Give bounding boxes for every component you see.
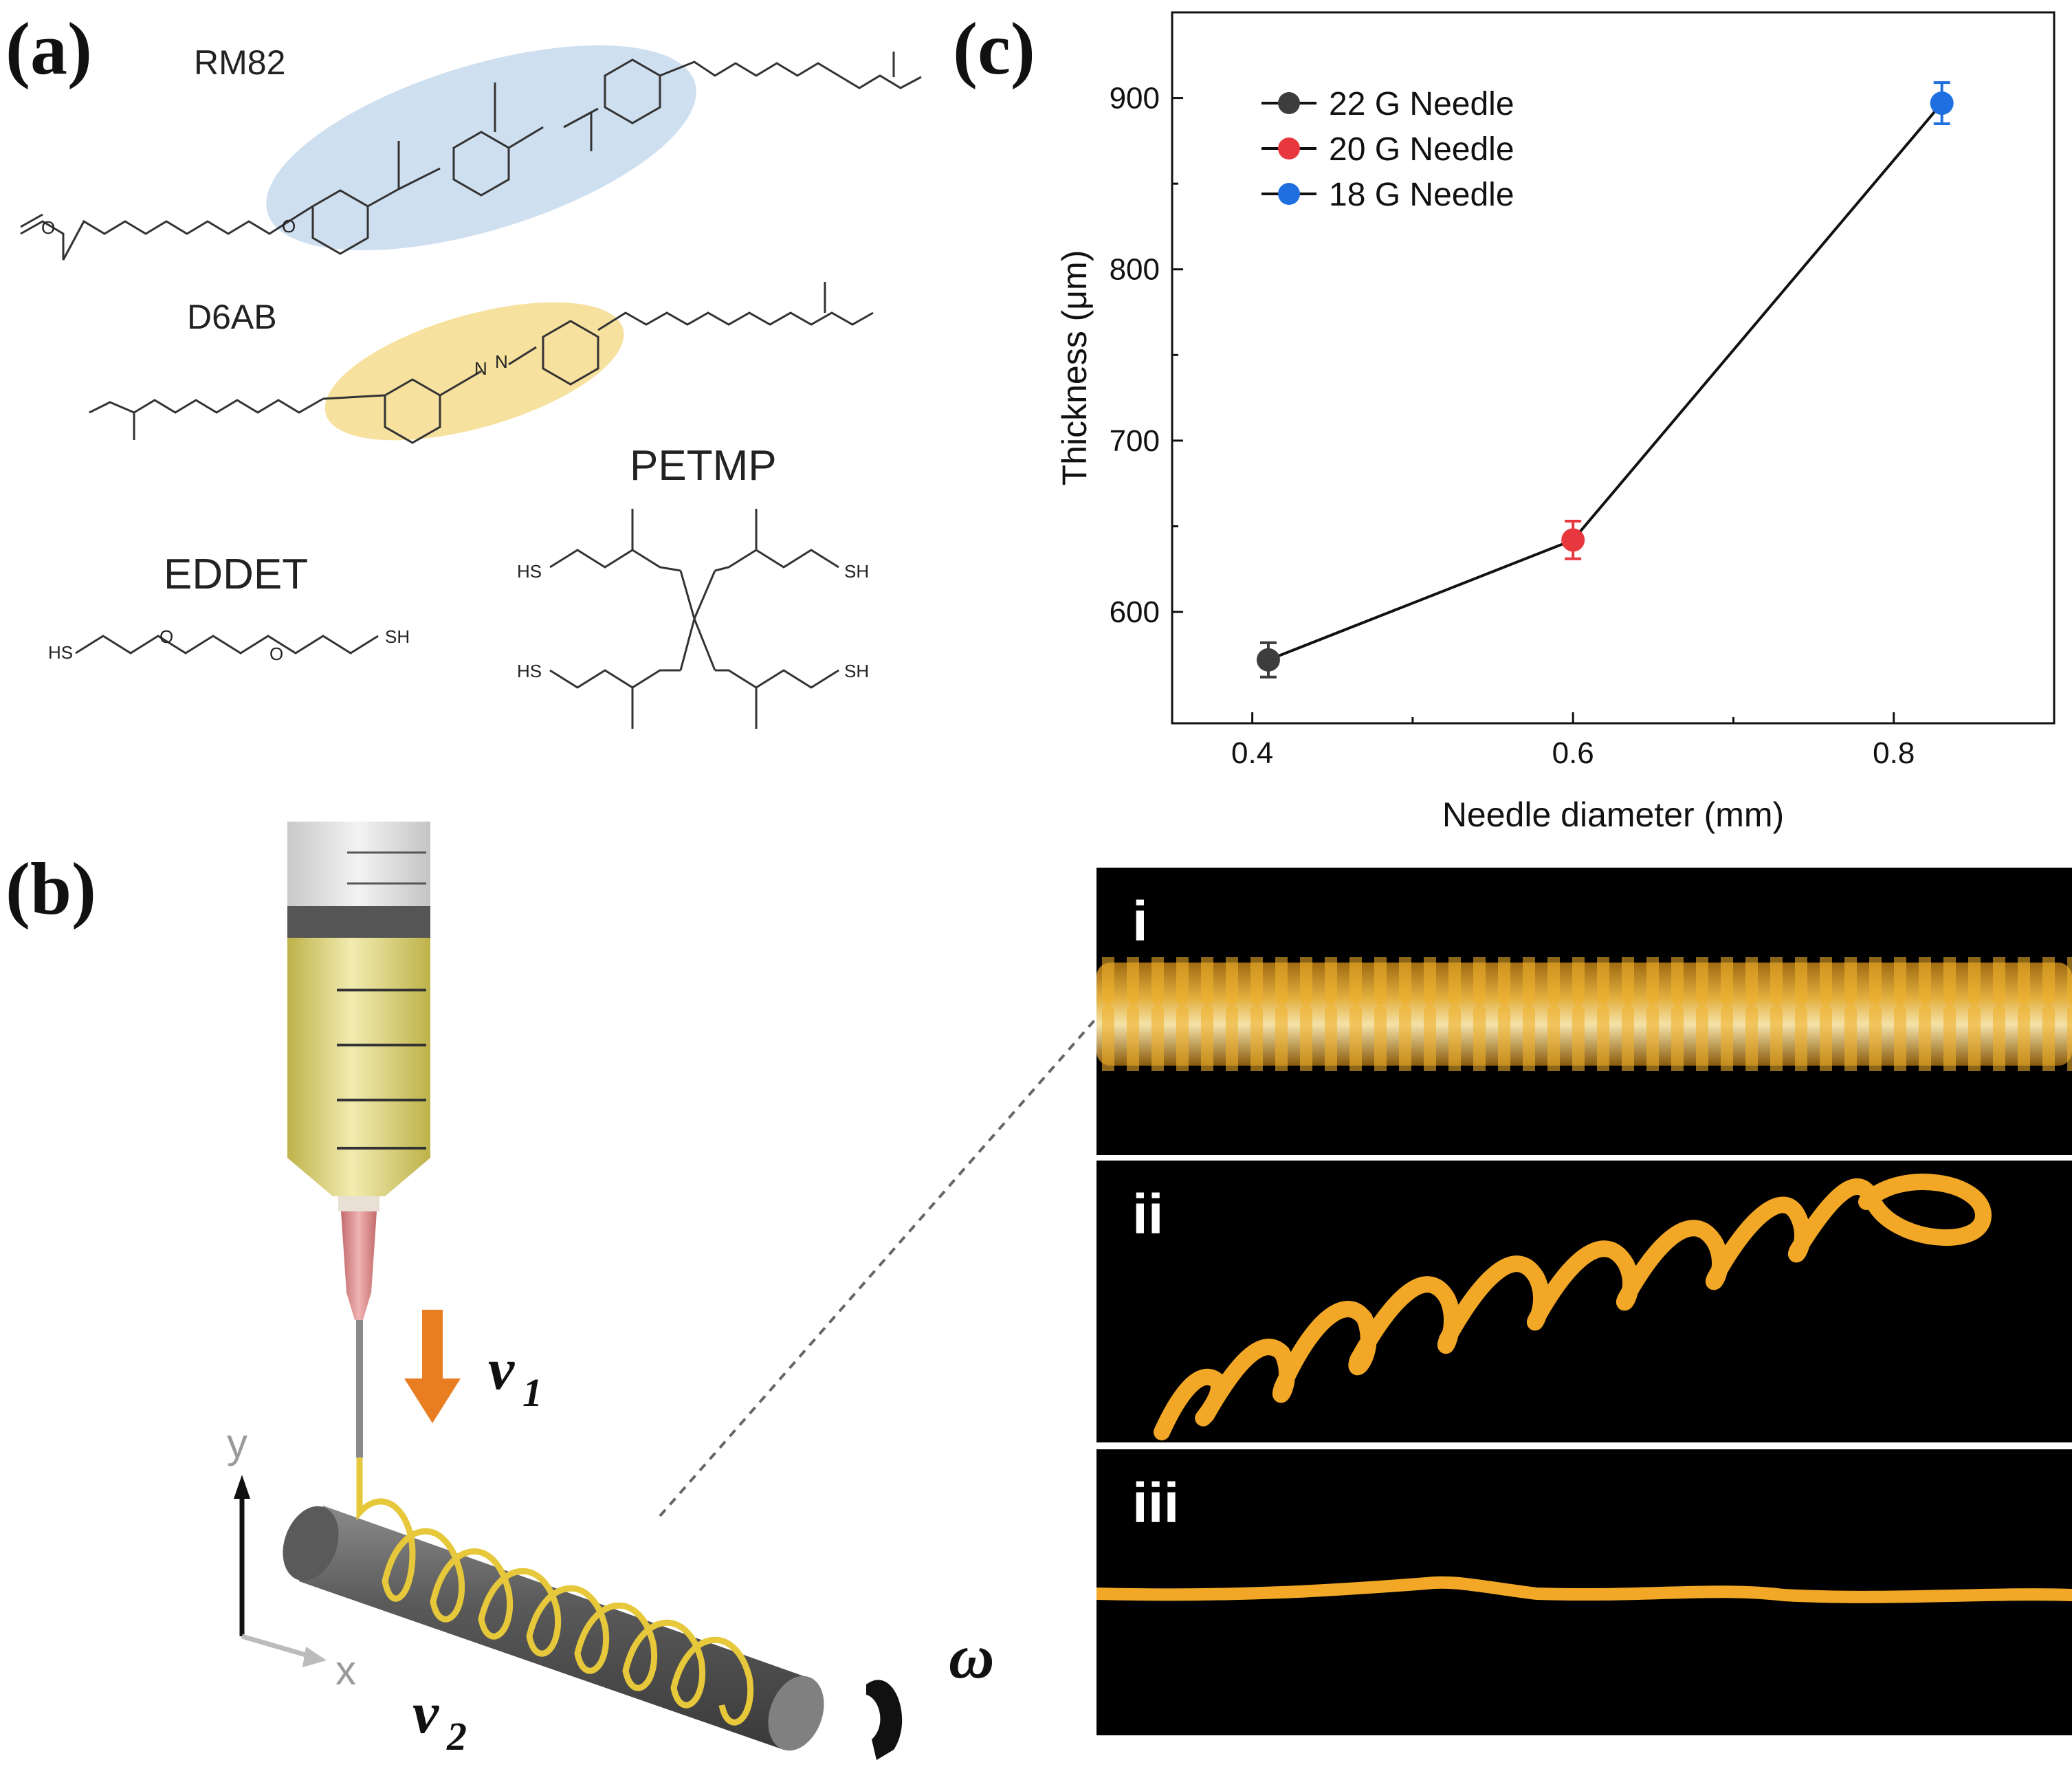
x-tick-label: 0.6 xyxy=(1552,736,1594,770)
zoom-guide-line xyxy=(659,1015,1096,1517)
axis-ticks: 0.4 0.6 0.8 600 700 800 900 xyxy=(1110,82,1915,770)
legend-marker xyxy=(1278,183,1300,205)
v1-subscript: 1 xyxy=(522,1370,542,1415)
x-tick-label: 0.8 xyxy=(1873,736,1915,770)
legend-label: 20 G Needle xyxy=(1329,131,1514,168)
y-tick-label: 600 xyxy=(1110,595,1160,629)
data-point xyxy=(1256,648,1280,672)
chart-series xyxy=(1256,81,1954,679)
petmp-structure xyxy=(549,509,839,729)
eddet-sh: SH xyxy=(385,626,410,647)
azo-n-atom-2: N xyxy=(495,351,508,372)
photo-i: i xyxy=(1096,868,2072,1155)
petmp-hs-2: HS xyxy=(517,661,542,681)
photo-iii: iii xyxy=(1096,1449,2072,1735)
legend-label: 18 G Needle xyxy=(1329,177,1514,213)
printed-fiber-helix xyxy=(356,1458,753,1726)
plot-frame xyxy=(1171,11,2056,725)
free-spring-fiber xyxy=(1154,1174,1992,1440)
rotation-arrow xyxy=(866,1680,903,1760)
azo-n-atom-1: N xyxy=(474,358,487,379)
d6ab-label: D6AB xyxy=(187,298,277,336)
v1-arrow xyxy=(404,1310,461,1423)
eddet-o-1: O xyxy=(159,626,173,647)
panel-a-label: (a) xyxy=(5,8,92,90)
d6ab-structure xyxy=(89,282,874,444)
x-tick-label: 0.4 xyxy=(1231,736,1273,770)
data-point xyxy=(1561,528,1585,552)
straight-fiber xyxy=(1096,1576,2072,1603)
omega-symbol: ω xyxy=(949,1621,995,1691)
y-tick-label: 900 xyxy=(1110,82,1160,116)
v1-symbol: v xyxy=(488,1336,515,1402)
chart-legend: 22 G Needle 20 G Needle 18 G Needle xyxy=(1261,86,1514,213)
axis-y-label: y xyxy=(227,1420,247,1466)
photo-i-label: i xyxy=(1132,890,1148,953)
v2-symbol: v xyxy=(412,1680,439,1746)
eddet-structure xyxy=(75,635,379,655)
legend-marker xyxy=(1278,138,1300,160)
y-axis-label: Thickness (μm) xyxy=(1055,250,1094,486)
x-axis-label: Needle diameter (mm) xyxy=(1442,795,1784,834)
data-point xyxy=(1930,91,1954,116)
printing-schematic: v 1 v 2 ω y x xyxy=(227,822,1096,1760)
photo-iii-label: iii xyxy=(1132,1472,1180,1535)
d6ab-o-atom: O xyxy=(41,217,55,238)
rm82-o-atom: O xyxy=(282,216,296,237)
v2-subscript: 2 xyxy=(446,1714,467,1759)
rotating-rod xyxy=(283,1506,824,1751)
photo-ii: ii xyxy=(1096,1161,2072,1442)
photo-ii-label: ii xyxy=(1132,1183,1164,1246)
eddet-hs: HS xyxy=(48,642,73,663)
syringe xyxy=(287,822,430,1458)
rm82-structure xyxy=(20,52,922,261)
petmp-sh-1: SH xyxy=(844,561,869,582)
panel-b-label: (b) xyxy=(5,848,96,930)
eddet-o-2: O xyxy=(269,644,283,664)
chemical-structures: O O N N HS SH O O HS SH HS SH xyxy=(20,45,922,729)
eddet-label: EDDET xyxy=(164,551,309,598)
legend-label: 22 G Needle xyxy=(1329,86,1514,122)
thickness-chart: 0.4 0.6 0.8 600 700 800 900 22 G Needle 20 G Ne… xyxy=(1055,11,2056,834)
axes-indicator xyxy=(234,1475,327,1667)
axis-x-label: x xyxy=(335,1647,356,1693)
rm82-label: RM82 xyxy=(194,43,286,82)
panel-c-label: (c) xyxy=(953,8,1035,90)
petmp-label: PETMP xyxy=(630,442,777,490)
legend-marker xyxy=(1278,92,1300,114)
y-tick-label: 800 xyxy=(1110,253,1160,287)
rm82-mesogen-highlight xyxy=(266,45,696,250)
petmp-sh-2: SH xyxy=(844,661,869,681)
y-tick-label: 700 xyxy=(1110,424,1160,458)
coiled-fiber-on-rod xyxy=(1096,957,2072,1071)
d6ab-mesogen-highlight xyxy=(324,302,624,441)
petmp-hs-1: HS xyxy=(517,561,542,582)
